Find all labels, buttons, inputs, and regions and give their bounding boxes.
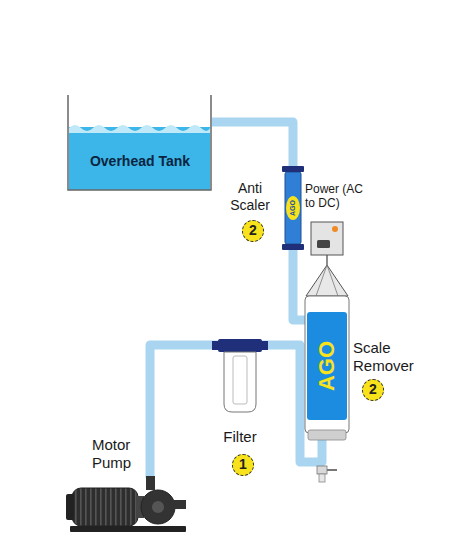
anti-scaler-cap (282, 166, 304, 172)
logo-text: AGO (289, 200, 297, 216)
logo-badge (286, 196, 300, 220)
scale-remover-unit: AGOScale Remover (305, 265, 349, 440)
valve-body (317, 466, 327, 474)
water-pipe (293, 248, 305, 320)
scale-remover-body (305, 296, 349, 433)
callout-number: 1 (232, 454, 254, 476)
hanger-wire (316, 265, 338, 296)
part-label: Anti Scaler (224, 180, 276, 214)
pump-eye (152, 501, 164, 513)
pump-outlet (146, 476, 155, 490)
anti-scaler-body (285, 172, 301, 244)
anti-scaler-cap (282, 244, 304, 250)
logo-text: AGO (314, 341, 340, 391)
tank-label: Overhead Tank (82, 153, 198, 170)
water-wave (69, 125, 210, 133)
filter-cartridge (233, 356, 247, 404)
part-label: Power (AC to DC) (305, 182, 371, 211)
callout-number: 2 (242, 220, 264, 242)
filter-cap (218, 339, 262, 352)
valve-spout (319, 474, 325, 482)
motor-body (72, 488, 138, 526)
pump-unit: Motor Pump (68, 478, 186, 534)
pump-head (141, 490, 175, 524)
power-box (311, 222, 343, 255)
switch (317, 240, 330, 248)
tank-wall (68, 95, 211, 190)
power-unit: Power (AC to DC) (311, 222, 343, 255)
part-label: Filter (212, 428, 268, 446)
callout-number: 2 (362, 379, 384, 401)
pump-base (70, 526, 186, 532)
hanger-cone (306, 265, 348, 296)
part-label: Scale Remover (353, 339, 433, 375)
valve-handle (327, 469, 337, 471)
part-label: Motor Pump (92, 436, 152, 472)
water-pipe (212, 122, 293, 168)
indicator-lamp (332, 226, 338, 232)
label-band (307, 312, 347, 420)
tank-water (69, 127, 210, 190)
filter-bowl (224, 352, 256, 412)
pump-inlet (172, 500, 186, 509)
anti-scaler-unit: Anti ScalerAGO (284, 168, 302, 248)
motor-end-cap (66, 494, 74, 520)
storage-tank: Overhead Tank (68, 95, 212, 191)
power-wire (326, 255, 327, 265)
bottom-cap (308, 430, 346, 440)
filter-unit: Filter (218, 338, 262, 412)
water-pipe (150, 345, 218, 478)
